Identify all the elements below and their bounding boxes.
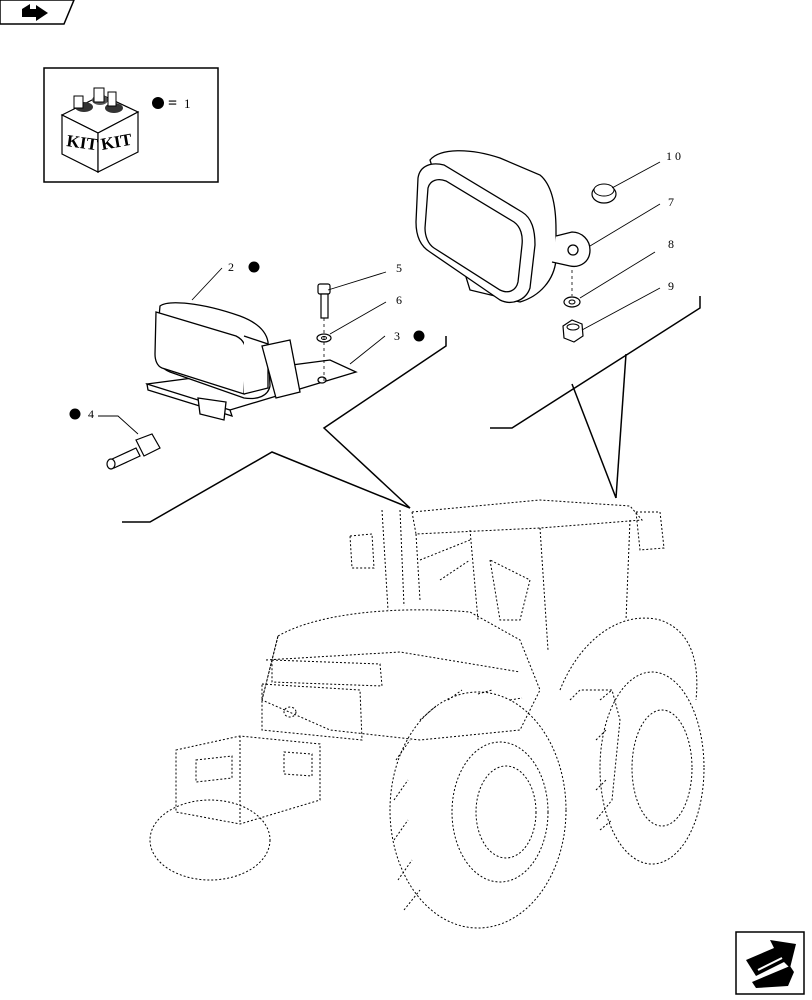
kit-box-icon [60, 87, 140, 173]
cap-part-10 [591, 183, 617, 204]
kit-label-left: KIT [65, 131, 99, 154]
callout-5: 5 [396, 261, 402, 275]
callout-7: 7 [668, 195, 674, 209]
washer-part-8 [563, 296, 581, 308]
bolt-part-5 [317, 283, 331, 319]
work-light-left [145, 302, 358, 421]
nut-part-9 [562, 319, 584, 343]
leader-lines-left [98, 267, 387, 435]
work-light-upper [415, 150, 591, 303]
back-arrow-icon [22, 4, 48, 21]
top-nav-tab[interactable] [0, 0, 75, 25]
callout-10: 10 [666, 149, 684, 163]
leader-lines-upper [579, 161, 661, 331]
pointer-lines [122, 296, 701, 523]
tractor-illustration [149, 499, 705, 929]
forward-arrow-icon [746, 940, 796, 988]
kit-value: 1 [184, 96, 191, 111]
bullet-3 [413, 330, 425, 342]
kit-bullet [152, 97, 164, 109]
callout-4: 4 [88, 407, 94, 421]
bottom-nav-button[interactable] [735, 931, 805, 995]
callout-6: 6 [396, 293, 402, 307]
kit-legend: KIT KIT = 1 [43, 67, 219, 183]
callout-3: 3 [394, 329, 400, 343]
kit-equals: = [168, 95, 177, 112]
callout-8: 8 [668, 237, 674, 251]
callout-9: 9 [668, 279, 674, 293]
callout-2: 2 [228, 260, 234, 274]
bullet-4 [69, 408, 81, 420]
connector-part-4 [106, 433, 161, 470]
bullet-2 [248, 261, 260, 273]
